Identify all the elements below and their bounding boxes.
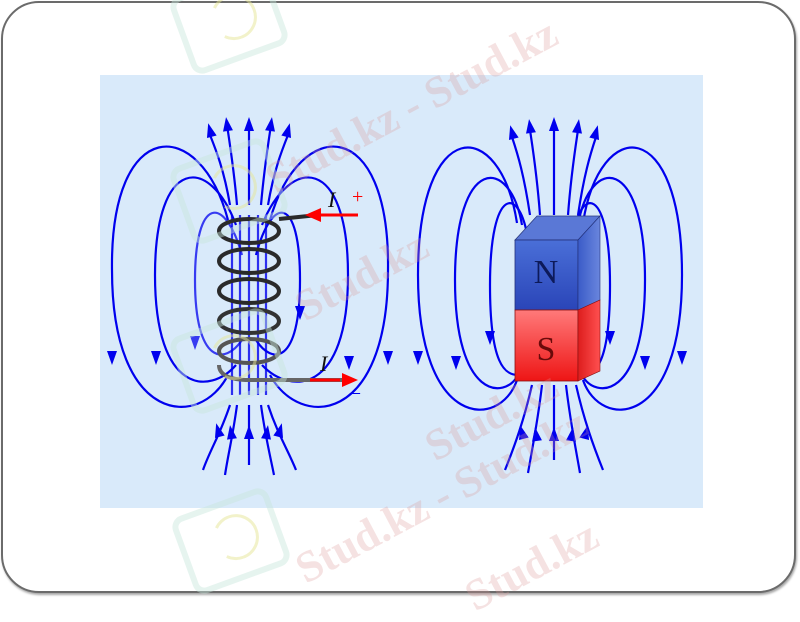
magnetic-field-figure: I + I – [100,75,703,508]
solenoid-field-lines [110,124,390,476]
terminal-plus: + [352,186,363,208]
terminal-minus: – [349,381,361,403]
solenoid-field-arrows [107,117,393,440]
current-arrows [305,208,358,387]
field-diagram-svg: I + I – [107,117,687,476]
north-pole-label: N [534,254,559,291]
south-pole-label: S [537,331,556,368]
magnet-field-arrows [413,117,687,442]
current-label-top: I [327,187,337,212]
current-label-bottom: I [319,351,329,376]
bar-magnet: N S [514,215,601,382]
solenoid-coil [217,213,348,382]
